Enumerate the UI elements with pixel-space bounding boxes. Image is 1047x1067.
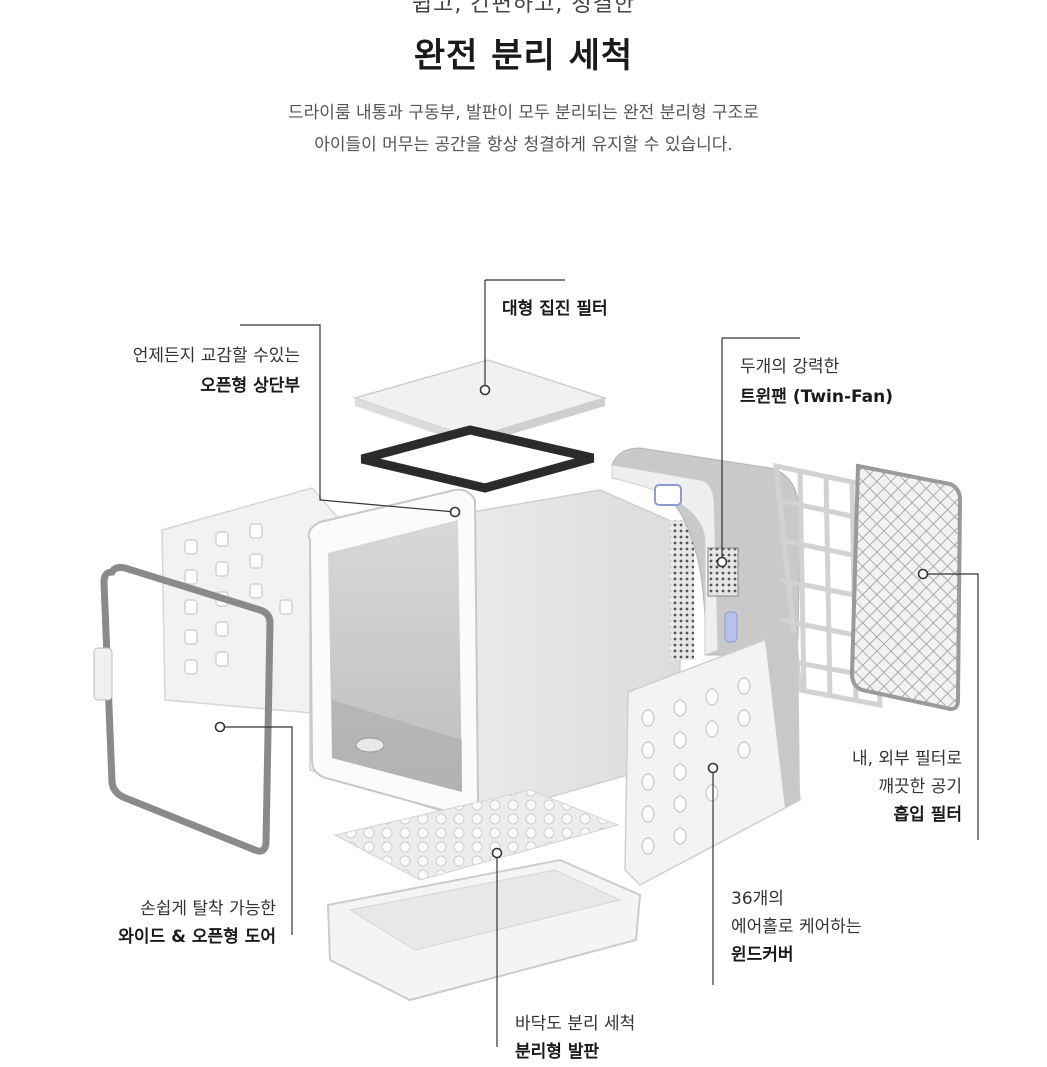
wind-cover-caption-2: 에어홀로 케어하는 bbox=[731, 917, 862, 937]
wind-cover-title: 윈드커버 bbox=[731, 945, 794, 965]
floor-title: 분리형 발판 bbox=[515, 1042, 600, 1062]
door-caption: 손쉽게 탈착 가능한 bbox=[140, 899, 276, 919]
filter-title: 대형 집진 필터 bbox=[502, 299, 608, 319]
door-title: 와이드 & 오픈형 도어 bbox=[118, 927, 276, 947]
twin-fan-unit bbox=[611, 447, 801, 661]
dust-filter bbox=[360, 425, 595, 493]
mesh-intake-filter bbox=[849, 463, 963, 711]
intake-filter-caption-1: 내, 외부 필터로 bbox=[851, 749, 962, 769]
floor-caption: 바닥도 분리 세척 bbox=[515, 1014, 636, 1034]
description-line-1: 드라이룸 내통과 구동부, 발판이 모두 분리되는 완전 분리형 구조로 bbox=[288, 103, 759, 123]
top-cover-title: 오픈형 상단부 bbox=[200, 376, 300, 396]
left-side-panel bbox=[161, 487, 341, 716]
twin-fan-title: 트윈팬 (Twin-Fan) bbox=[740, 387, 893, 407]
door-frame bbox=[93, 564, 274, 855]
base-tray bbox=[326, 858, 642, 1002]
intake-filter-caption-2: 깨끗한 공기 bbox=[878, 777, 962, 797]
floor-mat bbox=[333, 789, 620, 881]
main-chamber bbox=[307, 488, 694, 821]
top-cover-caption: 언제든지 교감할 수있는 bbox=[132, 346, 300, 366]
intake-filter-title: 흡입 필터 bbox=[893, 805, 962, 825]
top-cut-headline: 쉽고, 간편하고, 청결한 bbox=[411, 0, 636, 17]
description-line-2: 아이들이 머무는 공간을 항상 청결하게 유지할 수 있습니다. bbox=[314, 135, 733, 155]
wind-cover-caption-1: 36개의 bbox=[731, 889, 784, 909]
wind-cover-panel bbox=[624, 632, 801, 886]
page-title: 완전 분리 세척 bbox=[413, 36, 634, 76]
twin-fan-caption: 두개의 강력한 bbox=[740, 357, 840, 377]
